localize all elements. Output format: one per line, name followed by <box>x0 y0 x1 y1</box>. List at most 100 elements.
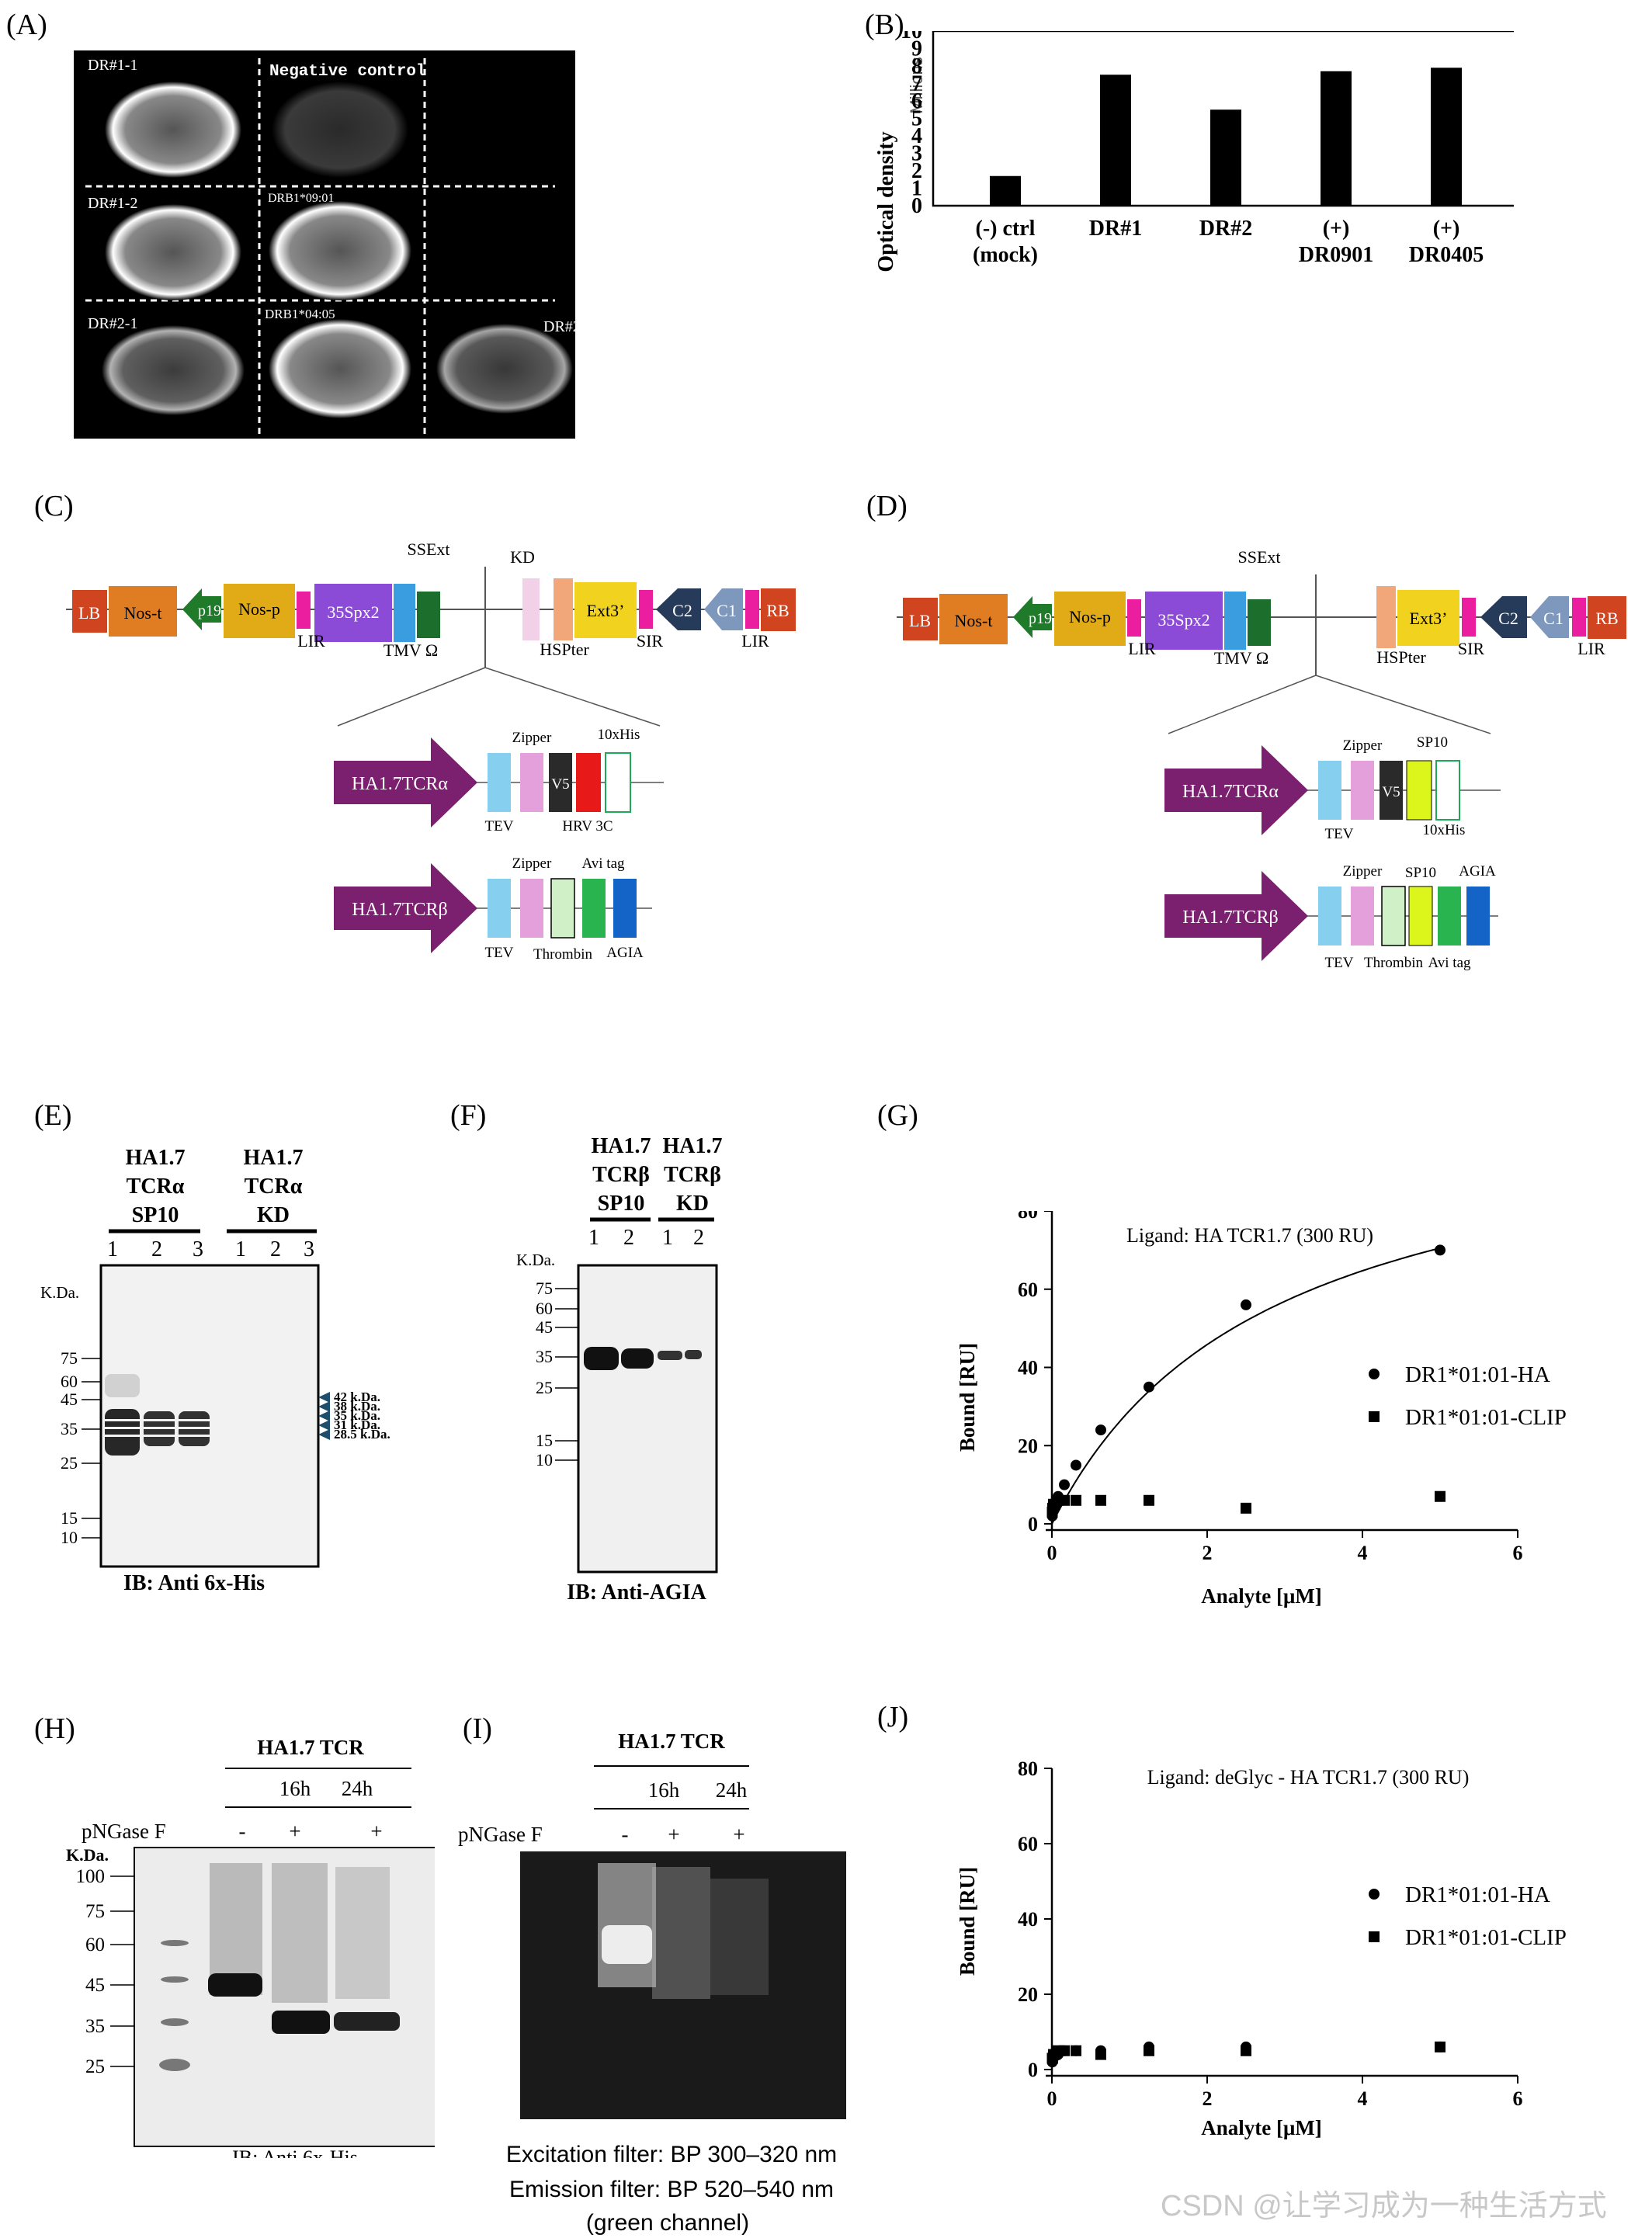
c-c1-text: C1 <box>717 601 737 620</box>
c-ssext: SSExt <box>407 540 449 559</box>
g-xtick: 4 <box>1358 1542 1368 1564</box>
g-xlabel: Analyte [μM] <box>1201 1584 1322 1608</box>
panel-label-f: (F) <box>450 1099 487 1132</box>
h-m25: 25 <box>85 2056 105 2077</box>
d-ext3-text: Ext3’ <box>1410 609 1448 628</box>
g-legend-marker-clip <box>1369 1411 1380 1422</box>
g-ytick: 0 <box>1028 1513 1038 1535</box>
e-g2-3: KD <box>257 1203 290 1227</box>
d-beta-sp10: SP10 <box>1405 865 1436 881</box>
well-drb0405 <box>269 319 411 418</box>
c-beta-thrombin: Thrombin <box>533 946 592 963</box>
d-rb-text: RB <box>1595 609 1618 628</box>
f-ib: IB: Anti-AGIA <box>567 1580 706 1605</box>
d-alpha-tev: TEV <box>1325 826 1354 842</box>
f-g1-2: TCRβ <box>592 1163 650 1187</box>
watermark: CSDN @让学习成为一种生活方式 <box>1161 2190 1607 2222</box>
f-m45: 45 <box>536 1317 553 1337</box>
f-g1-3: SP10 <box>598 1192 645 1216</box>
j-xtick: 0 <box>1047 2087 1057 2110</box>
f-g2-2: TCRβ <box>664 1163 721 1187</box>
h-t24: 24h <box>342 1777 373 1800</box>
h-t16: 16h <box>279 1777 311 1800</box>
b-bar <box>1321 71 1352 206</box>
c-rb-text: RB <box>766 601 789 620</box>
j-ylabel: Bound [RU] <box>956 1867 979 1976</box>
b-bar <box>990 175 1021 206</box>
b-cat-line2: DR0901 <box>1299 243 1373 267</box>
c-c1-arrow <box>704 588 743 630</box>
c-sir: SIR <box>637 631 664 651</box>
c-p19-arrow <box>182 588 221 630</box>
i-s1: - <box>622 1823 629 1846</box>
e-lane-4: 1 <box>235 1237 246 1261</box>
b-yunit: Millions <box>907 57 926 113</box>
g-point-ha <box>1435 1244 1446 1256</box>
g-ytick: 80 <box>1018 1211 1038 1223</box>
c-c2-arrow <box>656 588 701 630</box>
e-m75: 75 <box>61 1348 78 1368</box>
h-ib: IB: Anti 6x-His <box>232 2146 358 2158</box>
well-dr22 <box>436 324 573 414</box>
h-kda: K.Da. <box>66 1845 109 1865</box>
g-xtick: 2 <box>1203 1542 1213 1564</box>
g-point-clip <box>1059 1494 1070 1506</box>
c-kd: KD <box>510 547 535 567</box>
c-nost <box>109 586 177 637</box>
d-lir2: LIR <box>1577 639 1605 658</box>
b-cat-line1: DR#2 <box>1199 217 1252 241</box>
e-m15: 15 <box>61 1508 78 1528</box>
g-legend-marker-ha <box>1369 1369 1380 1379</box>
c-tmv: TMV Ω <box>384 640 438 660</box>
d-beta-avi: Avi tag <box>1428 955 1471 971</box>
e-m25: 25 <box>61 1453 78 1473</box>
c-alpha-name: HA1.7TCRα <box>352 774 448 794</box>
d-alpha-his: 10xHis <box>1423 822 1466 838</box>
g-point-clip <box>1144 1494 1154 1506</box>
c-ext3-text: Ext3’ <box>587 601 625 620</box>
e-m60: 60 <box>61 1372 78 1391</box>
j-legend-marker-clip <box>1369 1931 1380 1942</box>
e-lane-2: 2 <box>151 1237 162 1261</box>
e-band-285: 28.5 k.Da. <box>334 1427 390 1442</box>
panel-label-i: (I) <box>463 1712 492 1745</box>
c-35spx2 <box>314 584 392 642</box>
h-png: pNGase F <box>82 1820 166 1843</box>
panel-label-e: (E) <box>34 1099 72 1132</box>
well-dr12 <box>105 204 241 300</box>
well-negative <box>272 82 408 178</box>
i-s3: + <box>733 1823 744 1846</box>
g-ylabel: Bound [RU] <box>956 1343 979 1452</box>
e-lane-6: 3 <box>304 1237 314 1261</box>
d-c1-text: C1 <box>1543 609 1564 628</box>
b-cat-line2: DR0405 <box>1409 243 1484 267</box>
f-g1-1: HA1.7 <box>592 1134 651 1158</box>
e-band-42: 42 k.Da. <box>334 1390 380 1404</box>
d-nost-text: Nos-t <box>955 611 993 630</box>
g-ytick: 40 <box>1018 1357 1038 1379</box>
f-lane-1: 1 <box>588 1226 599 1250</box>
c-rb <box>761 588 796 631</box>
panel-label-c: (C) <box>34 490 74 522</box>
well-dr11 <box>105 82 241 178</box>
g-title: Ligand: HA TCR1.7 (300 RU) <box>1126 1224 1373 1247</box>
j-xtick: 4 <box>1358 2087 1368 2110</box>
g-point-ha <box>1059 1479 1070 1490</box>
h-m75: 75 <box>85 1901 105 1922</box>
chart-j: Ligand: deGlyc - HA TCR1.7 (300 RU) Boun… <box>956 1757 1567 2139</box>
d-ssext: SSExt <box>1237 547 1280 567</box>
f-m15: 15 <box>536 1431 553 1450</box>
c-c2-text: C2 <box>672 601 692 620</box>
j-legend-marker-ha <box>1369 1889 1380 1900</box>
b-ytick: 1 <box>911 177 922 201</box>
c-beta-arrow <box>334 863 477 953</box>
f-g2-1: HA1.7 <box>663 1134 723 1158</box>
j-ytick: 80 <box>1018 1757 1038 1780</box>
d-nosp-text: Nos-p <box>1069 607 1111 626</box>
g-point-clip <box>1095 1494 1106 1506</box>
i-cap1: Excitation filter: BP 300–320 nm <box>506 2142 837 2167</box>
chart-g: Ligand: HA TCR1.7 (300 RU) Bound [RU] An… <box>956 1211 1567 1608</box>
f-lane-4: 2 <box>693 1226 704 1250</box>
i-cap3: (green channel) <box>586 2210 749 2236</box>
